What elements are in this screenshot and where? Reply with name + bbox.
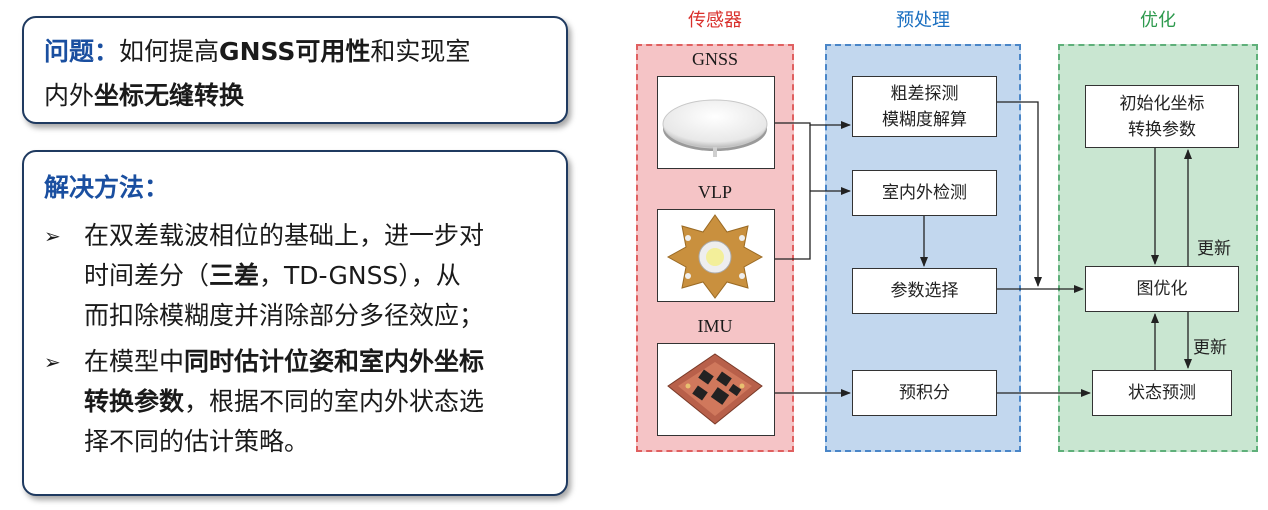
bullet-1-line-1: 在双差载波相位的基础上，进一步对 (84, 221, 485, 250)
vlp-led-icon (666, 214, 764, 299)
arrow-gross-error-down (997, 101, 1042, 287)
method-bullet-2: ➢ 在模型中同时估计位姿和室内外坐标 转换参数，根据不同的室内外状态选 择不同的… (44, 342, 546, 462)
gnss-antenna-image (657, 76, 775, 169)
update-label-2: 更新 (1193, 338, 1227, 358)
gnss-antenna-icon (662, 99, 768, 157)
problem-card: 问题：如何提高GNSS可用性和实现室 内外坐标无缝转换 (22, 16, 568, 124)
state-prediction-box: 状态预测 (1092, 370, 1232, 416)
method-card: 解决方法： ➢ 在双差载波相位的基础上，进一步对 时间差分（三差，TD-GNSS… (22, 150, 568, 496)
bullet-2-line-1: 在模型中同时估计位姿和室内外坐标 (84, 342, 546, 382)
param-select-box: 参数选择 (852, 268, 997, 314)
update-label-1: 更新 (1197, 239, 1231, 259)
bullet-1-line-2: 时间差分（三差，TD-GNSS），从 (84, 256, 546, 296)
bullet-2-bold-1: 同时估计位姿和室内外坐标 (184, 347, 485, 376)
method-heading: 解决方法： (44, 173, 170, 202)
bullet-1-text-c: ，TD-GNSS），从 (259, 261, 461, 290)
gross-error-ambiguity-box: 粗差探测 模糊度解算 (852, 76, 997, 137)
bullet-2-bold-2: 转换参数 (84, 387, 185, 416)
preintegration-box: 预积分 (852, 370, 997, 416)
problem-label: 问题 (44, 37, 95, 66)
problem-text-2: 和实现室 (370, 37, 471, 66)
vlp-led-image (657, 209, 775, 302)
column-title-preprocess: 预处理 (896, 10, 950, 31)
sensor-label-imu: IMU (697, 316, 733, 336)
arrow-vlp-branch (775, 125, 811, 260)
method-bullet-1: ➢ 在双差载波相位的基础上，进一步对 时间差分（三差，TD-GNSS），从 而扣… (44, 216, 546, 336)
bullet-1-line-3: 而扣除模糊度并消除部分多径效应； (84, 301, 485, 330)
bullet-1-bold: 三差 (209, 261, 260, 290)
imu-chip-icon (667, 353, 763, 425)
problem-text-1: 如何提高 (119, 37, 220, 66)
bullet-2-text-b: ，根据不同的室内外状态选 (184, 387, 485, 416)
graph-optimization-box: 图优化 (1085, 266, 1239, 312)
bullet-arrow-icon: ➢ (44, 350, 61, 374)
sensor-label-gnss: GNSS (691, 49, 739, 69)
bullet-1-text-a: 时间差分（ (84, 261, 210, 290)
sensor-label-vlp: VLP (697, 182, 732, 202)
problem-line-2: 内外坐标无缝转换 (44, 74, 546, 118)
problem-text-3: 内外 (44, 81, 95, 110)
bullet-arrow-icon: ➢ (44, 224, 61, 248)
problem-bold-2: 坐标无缝转换 (94, 81, 245, 110)
indoor-outdoor-detect-box: 室内外检测 (852, 170, 997, 216)
column-title-optimize: 优化 (1140, 10, 1176, 31)
column-title-sensors: 传感器 (688, 10, 742, 31)
arrow-gnss-to-gross-error (775, 121, 851, 129)
init-transform-params-box: 初始化坐标 转换参数 (1085, 85, 1239, 148)
bullet-2-text-a: 在模型中 (84, 347, 185, 376)
problem-line-1: 问题：如何提高GNSS可用性和实现室 (44, 30, 546, 74)
bullet-2-line-3: 择不同的估计策略。 (84, 427, 310, 456)
problem-bold-1: GNSS可用性 (219, 37, 371, 66)
problem-colon: ： (94, 37, 120, 66)
imu-chip-image (657, 343, 775, 436)
bullet-2-line-2: 转换参数，根据不同的室内外状态选 (84, 382, 546, 422)
